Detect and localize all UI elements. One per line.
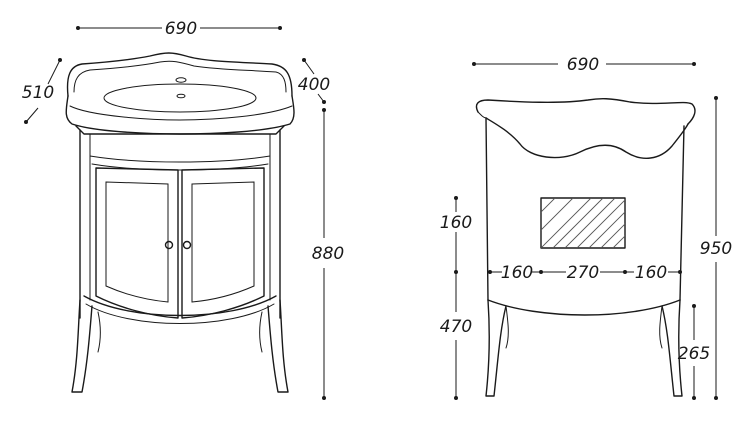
basin-body xyxy=(65,95,295,135)
front-band-2 xyxy=(91,163,269,171)
door-right xyxy=(181,167,265,319)
back-leg-right xyxy=(661,299,683,397)
front-depth-label: 510 xyxy=(22,83,54,103)
faucet-hole xyxy=(175,77,187,83)
back-width-label: 690 xyxy=(567,55,599,75)
back-upper-offset-label: 160 xyxy=(440,213,472,233)
back-side-left xyxy=(485,117,489,301)
back-rim xyxy=(475,97,696,125)
door-left-panel xyxy=(105,181,169,303)
leg-back-right xyxy=(259,311,263,353)
back-view xyxy=(475,97,696,397)
front-dimensions: 690 510 400 880 xyxy=(22,19,344,400)
leg-back-left xyxy=(97,311,101,353)
front-width-label: 690 xyxy=(165,19,197,39)
front-basin-label: 400 xyxy=(298,75,330,95)
back-opening xyxy=(540,197,626,249)
back-height-label: 950 xyxy=(700,239,732,259)
door-right-panel xyxy=(191,181,255,303)
leg-front-right xyxy=(267,299,289,393)
cabinet-bottom xyxy=(83,295,277,317)
front-height-label: 880 xyxy=(312,244,344,264)
cabinet-bottom-2 xyxy=(85,303,275,324)
back-rim-top xyxy=(477,111,487,119)
back-leg-left xyxy=(485,299,507,397)
back-opening-width-label: 270 xyxy=(567,263,599,283)
door-knob-right-icon xyxy=(182,240,192,250)
front-view xyxy=(65,52,295,393)
leg-front-left xyxy=(71,299,93,393)
basin-lip xyxy=(69,105,293,121)
back-lower-offset-label: 470 xyxy=(440,317,472,337)
door-knob-left-icon xyxy=(164,240,174,250)
basin-bowl xyxy=(103,83,257,113)
front-band xyxy=(89,155,271,163)
back-leg-height-label: 265 xyxy=(678,344,710,364)
drain-hole xyxy=(176,93,186,99)
back-right-offset-label: 160 xyxy=(635,263,667,283)
back-dimensions: 690 950 160 470 160 270 160 xyxy=(440,55,732,400)
door-left xyxy=(95,167,179,319)
back-leg-inner-right xyxy=(659,305,663,349)
back-rim-cutout xyxy=(485,117,689,159)
basin-inner-rim xyxy=(73,60,287,93)
back-left-offset-label: 160 xyxy=(501,263,533,283)
basin-rim xyxy=(66,52,293,97)
back-bottom xyxy=(487,299,681,316)
back-leg-inner-left xyxy=(505,305,509,349)
